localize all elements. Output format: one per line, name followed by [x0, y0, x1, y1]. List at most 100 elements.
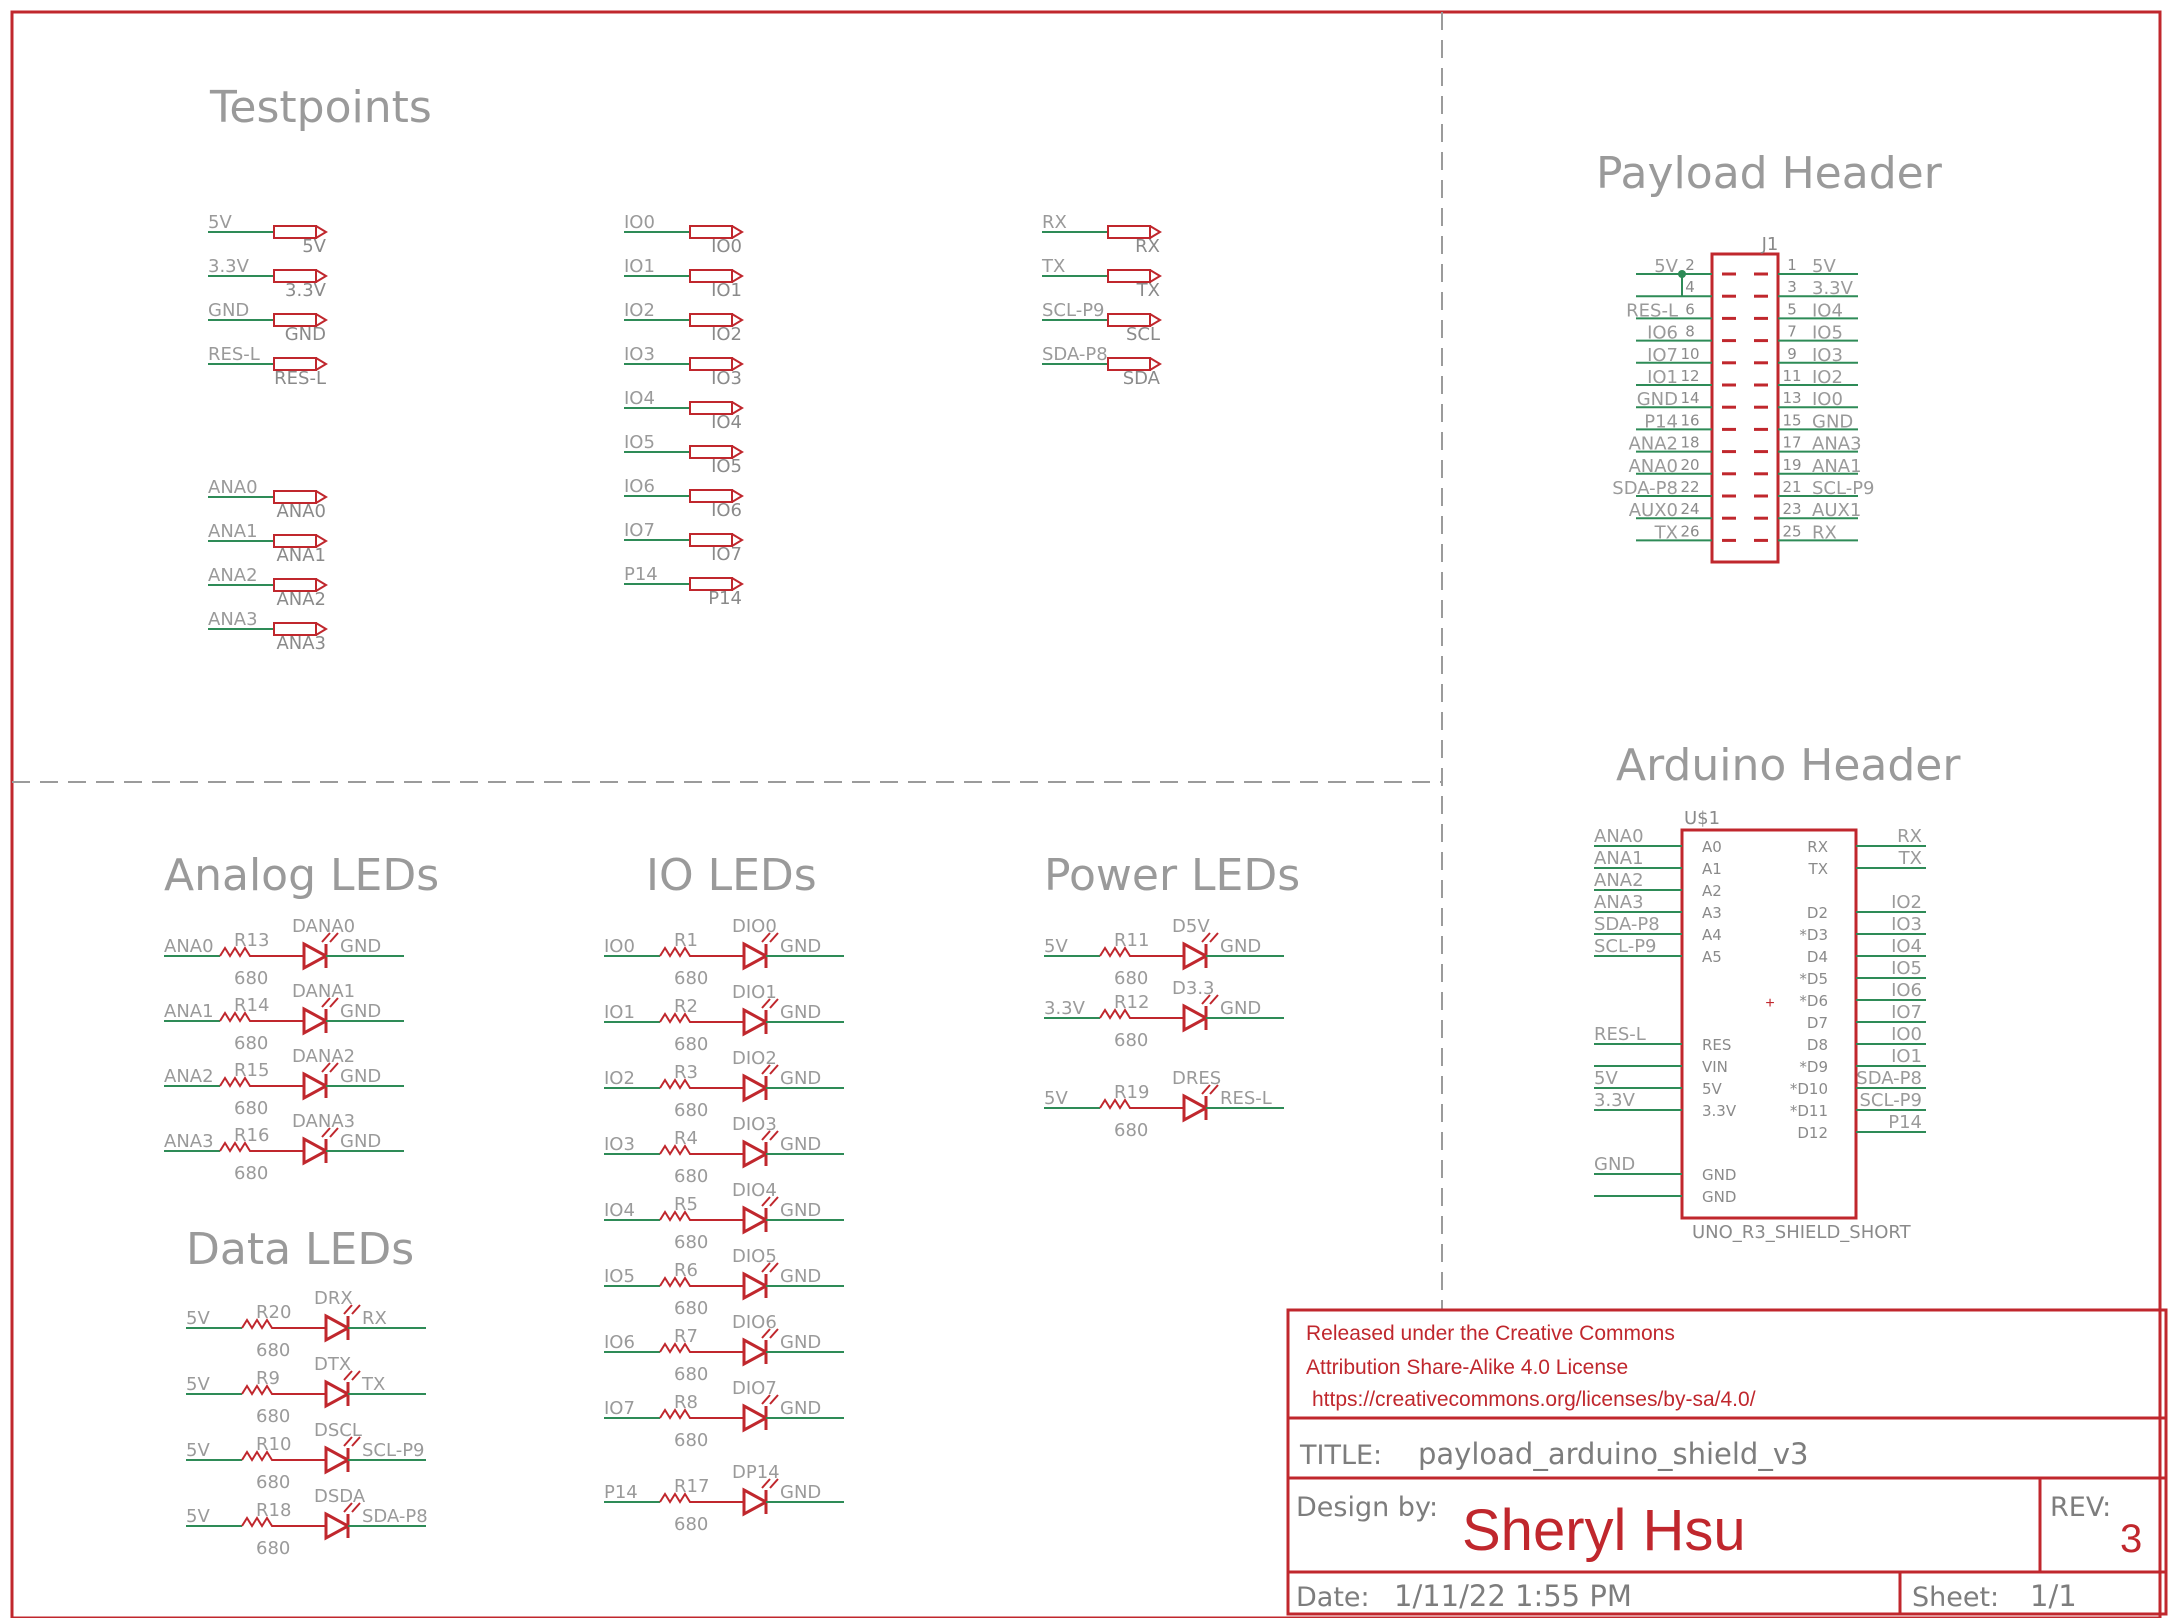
resistor-value: 680	[674, 968, 708, 989]
testpoint-part-label: ANA3	[276, 633, 326, 654]
testpoint-pad	[689, 401, 733, 415]
resistor-value: 680	[674, 1430, 708, 1451]
resistor-value: 680	[256, 1538, 290, 1559]
resistor-ref: R14	[234, 995, 269, 1016]
header-net-label: TX	[1654, 522, 1678, 543]
arduino-net-label: 5V	[1594, 1068, 1618, 1089]
led-rays	[1201, 994, 1219, 1005]
led-symbol	[742, 1403, 770, 1433]
header-pin-number: 2	[1685, 256, 1695, 274]
testpoint-pad	[273, 357, 317, 371]
led-rays	[343, 1436, 361, 1447]
arduino-pin-name: TX	[1808, 860, 1828, 878]
led-rays	[761, 932, 779, 943]
header-pin-number: 1	[1787, 256, 1797, 274]
arduino-pin-name: 3.3V	[1702, 1102, 1737, 1120]
testpoint-pad	[689, 489, 733, 503]
sheet-value: 1/1	[2030, 1579, 2077, 1613]
header-net-label: AUX1	[1812, 500, 1861, 521]
testpoint-pad	[689, 269, 733, 283]
testpoint-tip	[731, 489, 744, 503]
header-net-label: P14	[1644, 411, 1678, 432]
resistor-ref: R11	[1114, 930, 1149, 951]
testpoint-tip	[731, 445, 744, 459]
testpoint-part-label: RES-L	[274, 368, 326, 389]
led-rays	[343, 1304, 361, 1315]
title-block: Released under the Creative Commons Attr…	[1286, 1308, 2168, 1616]
resistor-value: 680	[234, 1098, 268, 1119]
header-pin-number: 22	[1680, 478, 1699, 496]
resistor-ref: R19	[1114, 1082, 1149, 1103]
led-ref: DRES	[1172, 1068, 1221, 1089]
testpoint-net-label: IO4	[624, 388, 655, 409]
testpoint-part-label: IO6	[711, 500, 742, 521]
resistor	[659, 1210, 723, 1222]
testpoint-tip	[731, 225, 744, 239]
testpoint-tip	[731, 313, 744, 327]
sheet-label: Sheet:	[1912, 1582, 1999, 1613]
led-symbol	[742, 1337, 770, 1367]
led-symbol	[1182, 1093, 1210, 1123]
license-line-2: Attribution Share-Alike 4.0 License	[1306, 1356, 1628, 1379]
section-title-io-leds: IO LEDs	[646, 850, 817, 901]
arduino-pin-name: RX	[1807, 838, 1828, 856]
led-rays	[1201, 932, 1219, 943]
resistor	[659, 1276, 723, 1288]
resistor-value: 680	[1114, 1120, 1148, 1141]
led-ref: DIO2	[732, 1048, 777, 1069]
arduino-pin-name: A1	[1702, 860, 1722, 878]
led-ref: DIO0	[732, 916, 777, 937]
resistor-ref: R7	[674, 1326, 698, 1347]
testpoint-part-label: 3.3V	[285, 280, 327, 301]
led-input-net: 5V	[186, 1308, 210, 1329]
led-output-net: GND	[780, 1200, 821, 1221]
testpoint-part-label: IO5	[711, 456, 742, 477]
license-url: https://creativecommons.org/licenses/by-…	[1312, 1388, 1756, 1411]
led-output-net: GND	[780, 1266, 821, 1287]
resistor	[1099, 1008, 1163, 1020]
led-rays	[761, 1130, 779, 1141]
resistor	[241, 1450, 305, 1462]
led-output-net: GND	[340, 1001, 381, 1022]
resistor-ref: R10	[256, 1434, 291, 1455]
led-ref: DTX	[314, 1354, 351, 1375]
led-output-net: GND	[780, 1482, 821, 1503]
testpoint-net-label: ANA0	[208, 477, 258, 498]
header-pin-number: 17	[1782, 434, 1801, 452]
resistor-ref: R16	[234, 1125, 269, 1146]
led-symbol	[324, 1445, 352, 1475]
testpoint-tip	[731, 269, 744, 283]
section-title-payload-header: Payload Header	[1596, 148, 1943, 199]
led-input-net: ANA1	[164, 1001, 214, 1022]
arduino-net-label: SDA-P8	[1856, 1068, 1922, 1089]
testpoint-net-label: TX	[1041, 256, 1065, 277]
testpoint-pad	[273, 313, 317, 327]
header-pin-number: 25	[1782, 522, 1801, 540]
testpoint-part-label: IO1	[711, 280, 742, 301]
header-net-label: ANA3	[1812, 434, 1862, 455]
led-output-net: GND	[780, 936, 821, 957]
resistor	[1099, 1098, 1163, 1110]
resistor-ref: R9	[256, 1368, 280, 1389]
rev-label: REV:	[2050, 1492, 2111, 1523]
arduino-pin-name: GND	[1702, 1188, 1736, 1206]
arduino-net-label: ANA1	[1594, 848, 1644, 869]
arduino-net-label: P14	[1888, 1112, 1922, 1133]
resistor-value: 680	[234, 968, 268, 989]
testpoint-pad	[1107, 269, 1151, 283]
testpoint-pad	[1107, 225, 1151, 239]
header-net-label: 5V	[1654, 256, 1678, 277]
header-net-label: RES-L	[1626, 300, 1678, 321]
arduino-net-label: ANA2	[1594, 870, 1644, 891]
resistor-ref: R18	[256, 1500, 291, 1521]
resistor	[219, 946, 283, 958]
testpoint-tip	[1149, 225, 1162, 239]
led-symbol	[302, 1136, 330, 1166]
testpoint-part-label: IO7	[711, 544, 742, 565]
resistor	[241, 1516, 305, 1528]
led-output-net: GND	[780, 1068, 821, 1089]
header-net-label: IO1	[1647, 367, 1678, 388]
arduino-pin-name: *D10	[1790, 1080, 1828, 1098]
resistor	[1099, 946, 1163, 958]
led-ref: DANA1	[292, 981, 355, 1002]
